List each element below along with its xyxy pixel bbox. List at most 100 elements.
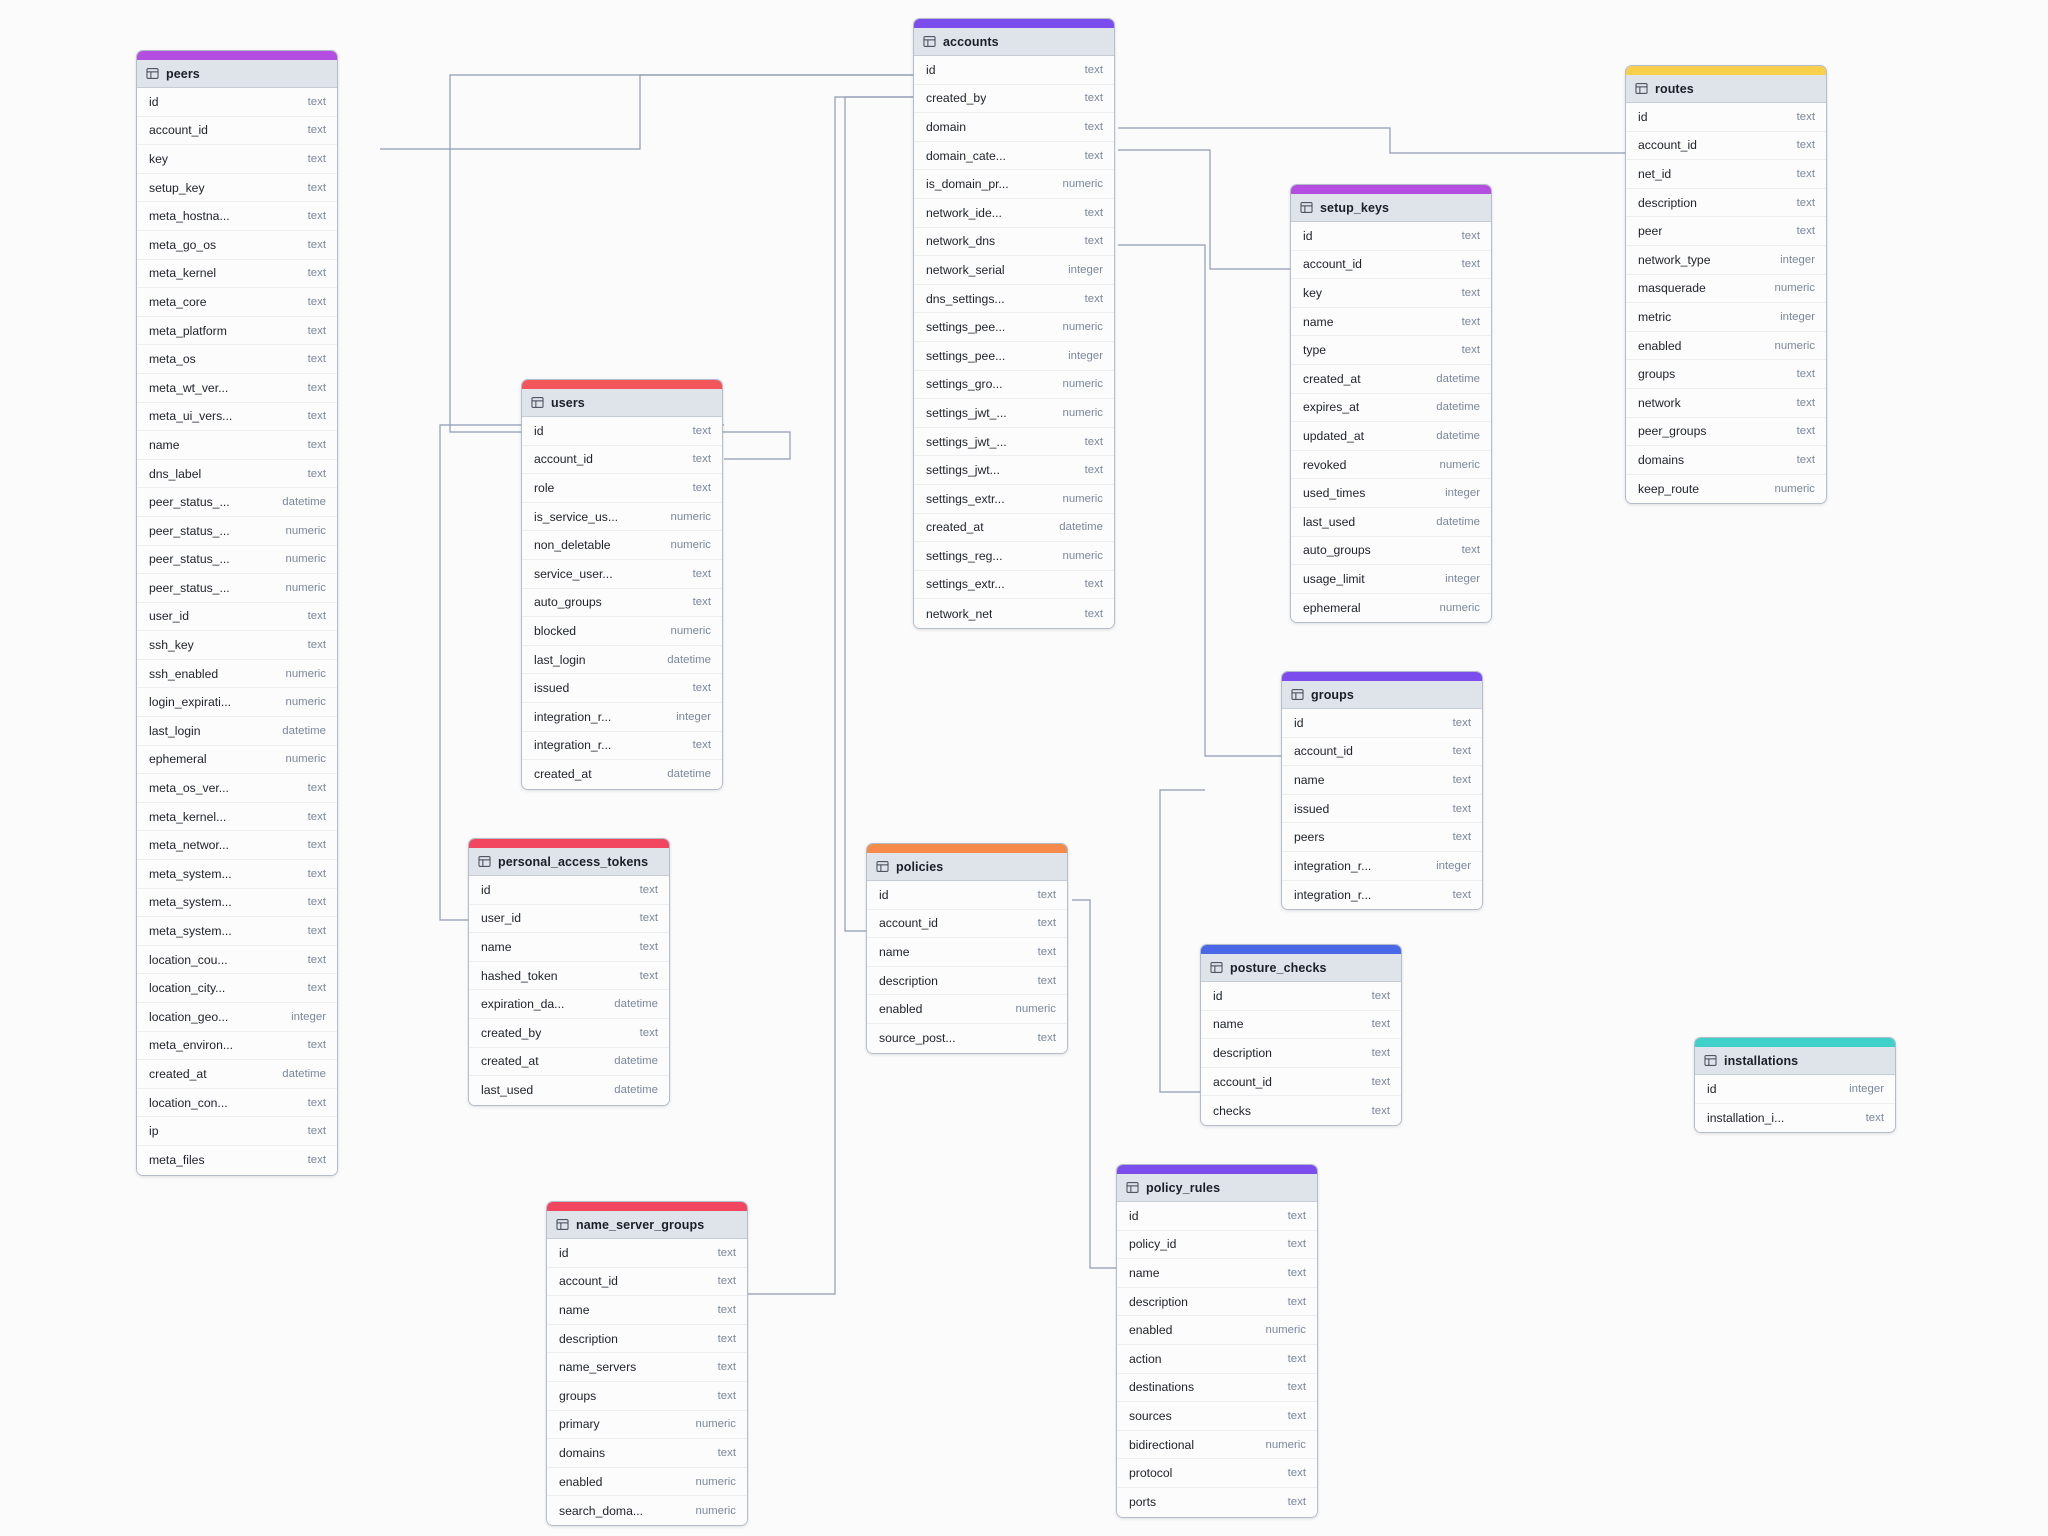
table-header[interactable]: posture_checks xyxy=(1201,954,1401,982)
table-field-row[interactable]: meta_wt_ver...text xyxy=(137,373,337,403)
table-field-row[interactable]: peer_status_...numeric xyxy=(137,516,337,546)
table-field-row[interactable]: is_domain_pr...numeric xyxy=(914,170,1114,199)
table-field-row[interactable]: integration_r...integer xyxy=(1282,851,1482,881)
table-header[interactable]: users xyxy=(522,389,722,417)
table-field-row[interactable]: network_ide...text xyxy=(914,198,1114,228)
table-field-row[interactable]: settings_reg...numeric xyxy=(914,542,1114,571)
table-header[interactable]: personal_access_tokens xyxy=(469,848,669,876)
table-field-row[interactable]: expiration_da...datetime xyxy=(469,990,669,1019)
table-field-row[interactable]: meta_kernel...text xyxy=(137,802,337,832)
table-field-row[interactable]: location_cou...text xyxy=(137,945,337,975)
table-field-row[interactable]: meta_system...text xyxy=(137,888,337,918)
table-field-row[interactable]: meta_hostna...text xyxy=(137,202,337,231)
table-field-row[interactable]: installation_i...text xyxy=(1695,1103,1895,1133)
table-field-row[interactable]: location_city...text xyxy=(137,974,337,1003)
table-field-row[interactable]: meta_system...text xyxy=(137,860,337,889)
table-header[interactable]: policy_rules xyxy=(1117,1174,1317,1202)
table-field-row[interactable]: settings_extr...numeric xyxy=(914,484,1114,514)
table-field-row[interactable]: settings_extr...text xyxy=(914,570,1114,600)
table-field-row[interactable]: peer_status_...datetime xyxy=(137,488,337,517)
table-header[interactable]: accounts xyxy=(914,28,1114,56)
table-field-row[interactable]: peer_status_...numeric xyxy=(137,545,337,575)
table-field-row[interactable]: login_expirati...numeric xyxy=(137,688,337,718)
table-field-row[interactable]: peer_status_...numeric xyxy=(137,574,337,603)
table-header[interactable]: routes xyxy=(1626,75,1826,103)
table-header[interactable]: installations xyxy=(1695,1047,1895,1075)
table-field-row[interactable]: domain_cate...text xyxy=(914,141,1114,171)
table-field-row[interactable]: settings_jwt_...text xyxy=(914,427,1114,457)
